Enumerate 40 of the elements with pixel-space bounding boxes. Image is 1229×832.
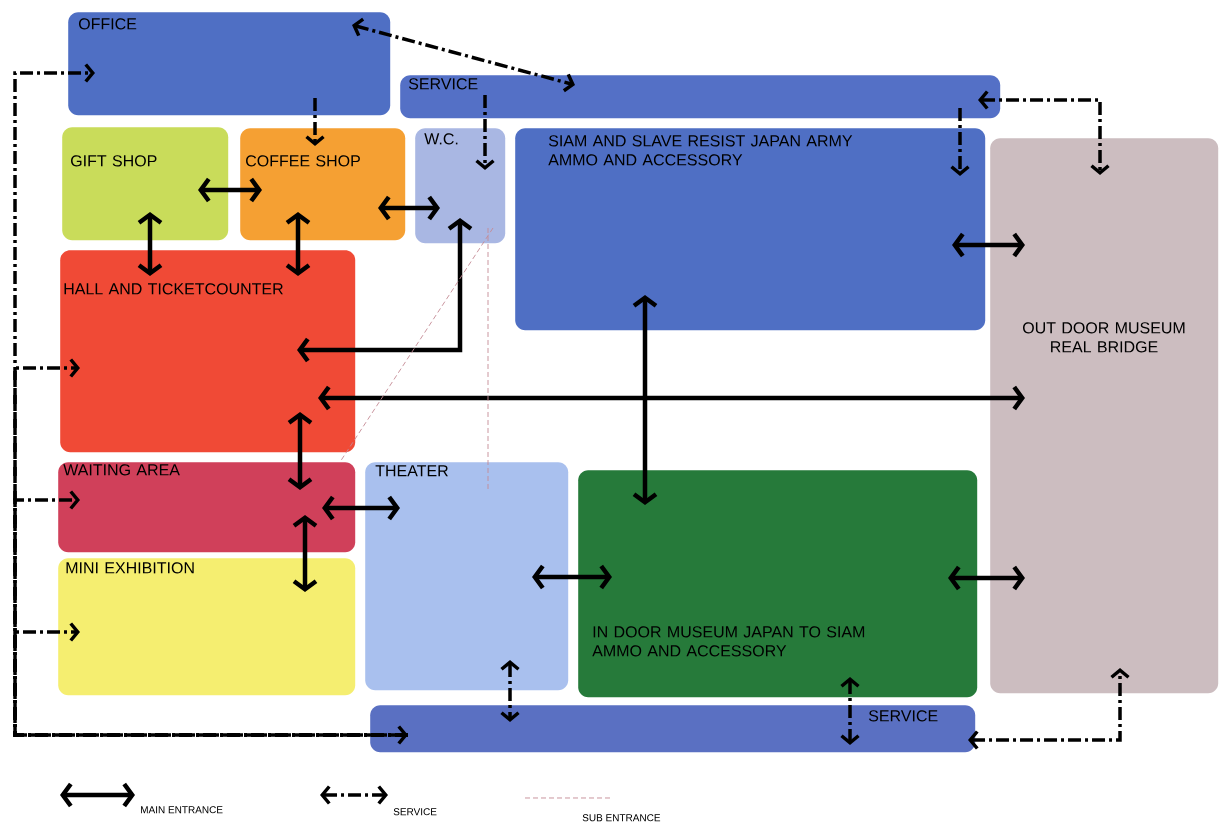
arrow (285, 212, 311, 276)
arrow (287, 412, 313, 490)
room-box: GIFT SHOP (62, 127, 229, 241)
arrow (968, 668, 1130, 750)
arrow (840, 677, 860, 745)
connector-line (487, 227, 489, 491)
room-box: W.C. (415, 128, 506, 244)
room-box: SERVICE (370, 705, 976, 753)
arrow (322, 495, 400, 521)
room-box: OFFICE (68, 12, 391, 116)
arrow (352, 17, 575, 93)
arrow (305, 98, 325, 146)
legend-text: SERVICE (393, 808, 437, 816)
arrow (378, 195, 440, 221)
arrow (632, 295, 658, 505)
room-box: SERVICE (400, 75, 1001, 119)
room-box: MINI EXHIBITION (58, 558, 356, 696)
arrow (13, 63, 408, 745)
legend-text: SUB ENTRANCE (582, 814, 661, 822)
arrow (952, 232, 1025, 258)
room-box: THEATER (365, 462, 569, 691)
arrow (297, 218, 473, 363)
arrow (13, 622, 408, 737)
arrow (198, 177, 262, 203)
arrow (500, 660, 520, 722)
arrow (978, 90, 1110, 175)
room-box: SIAM AND SLAVE RESIST JAPAN ARMY AMMO AND ACCESSORY (515, 128, 986, 331)
room-box: IN DOOR MUSEUM JAPAN TO SIAM AMMO AND ACCESSORY (578, 470, 978, 698)
room-box: COFFEE SHOP (240, 128, 406, 241)
arrow (950, 108, 970, 176)
arrow (948, 565, 1025, 591)
room-box: HALL AND TICKETCOUNTER (60, 250, 356, 453)
arrow (475, 95, 495, 170)
arrow (137, 212, 163, 276)
arrow (532, 564, 612, 590)
arrow (292, 515, 318, 592)
room-box: WAITING AREA (58, 462, 356, 553)
legend-text: MAIN ENTRANCE (141, 806, 223, 814)
room-box: OUT DOOR MUSEUM REAL BRIDGE (990, 138, 1219, 694)
arrow (318, 385, 1025, 411)
